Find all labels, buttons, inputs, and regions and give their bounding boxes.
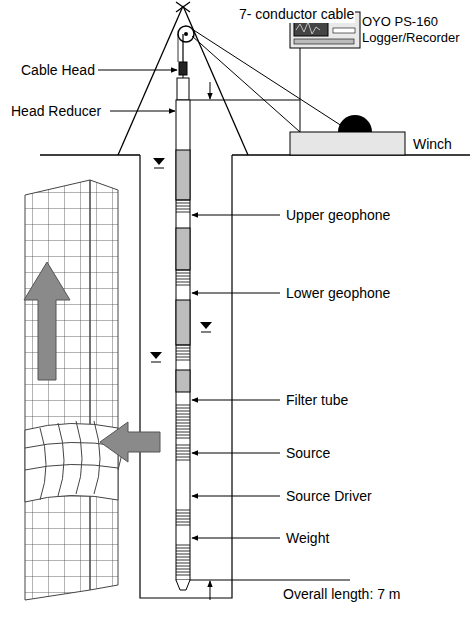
probe-ring bbox=[176, 354, 190, 355]
part-label: Weight bbox=[285, 530, 330, 547]
probe-ring bbox=[176, 279, 190, 280]
probe-ring bbox=[176, 351, 190, 352]
probe-ring bbox=[176, 411, 190, 412]
probe-ring bbox=[176, 519, 190, 520]
probe-ring bbox=[176, 429, 190, 430]
probe-ring bbox=[176, 451, 190, 452]
probe-ring bbox=[176, 448, 190, 449]
probe-ring bbox=[176, 360, 190, 361]
winch-label: Winch bbox=[412, 136, 453, 153]
probe-ring bbox=[176, 438, 190, 439]
part-label: Filter tube bbox=[285, 392, 349, 409]
probe-ring bbox=[176, 510, 190, 511]
probe-ring bbox=[176, 348, 190, 349]
probe-ring bbox=[176, 209, 190, 210]
cable-label: 7- conductor cable bbox=[238, 6, 355, 23]
probe-ring bbox=[176, 212, 190, 213]
part-label: Upper geophone bbox=[285, 207, 391, 224]
probe-ring bbox=[176, 423, 190, 424]
probe-ring bbox=[176, 454, 190, 455]
probe-ring bbox=[176, 282, 190, 283]
probe-ring bbox=[176, 405, 190, 406]
part-label: Head Reducer bbox=[10, 103, 102, 120]
probe-ring bbox=[176, 432, 190, 433]
probe-ring bbox=[176, 345, 190, 346]
probe-ring bbox=[176, 270, 190, 271]
probe-ring bbox=[176, 435, 190, 436]
probe-ring bbox=[176, 557, 190, 558]
part-label: Cable Head bbox=[20, 62, 96, 79]
probe-ring bbox=[176, 417, 190, 418]
probe-ring bbox=[176, 548, 190, 549]
probe-ring bbox=[176, 572, 190, 573]
probe-ring bbox=[176, 273, 190, 274]
probe-ring bbox=[176, 285, 190, 286]
probe-ring bbox=[176, 420, 190, 421]
probe-ring bbox=[176, 560, 190, 561]
probe-ring bbox=[176, 457, 190, 458]
probe-ring bbox=[176, 200, 190, 201]
probe-ring bbox=[176, 525, 190, 526]
part-label: Lower geophone bbox=[285, 285, 391, 302]
probe-ring bbox=[176, 357, 190, 358]
probe-ring bbox=[176, 554, 190, 555]
probe-ring bbox=[176, 513, 190, 514]
probe-ring bbox=[176, 445, 190, 446]
part-label: Source Driver bbox=[285, 488, 373, 505]
probe-ring bbox=[176, 426, 190, 427]
probe-ring bbox=[176, 276, 190, 277]
probe-ring bbox=[176, 522, 190, 523]
probe-ring bbox=[176, 563, 190, 564]
probe-ring bbox=[176, 545, 190, 546]
probe-ring bbox=[176, 414, 190, 415]
part-label: Source bbox=[285, 445, 331, 462]
probe-ring bbox=[176, 575, 190, 576]
probe-ring bbox=[176, 203, 190, 204]
probe-ring bbox=[176, 551, 190, 552]
probe-ring bbox=[176, 206, 190, 207]
probe-ring bbox=[176, 569, 190, 570]
probe-ring bbox=[176, 516, 190, 517]
probe-ring bbox=[176, 566, 190, 567]
dimension-label: Overall length: 7 m bbox=[282, 586, 402, 603]
probe-ring bbox=[176, 408, 190, 409]
logger-label: OYO PS-160 Logger/Recorder bbox=[361, 14, 471, 45]
probe-ring bbox=[176, 460, 190, 461]
